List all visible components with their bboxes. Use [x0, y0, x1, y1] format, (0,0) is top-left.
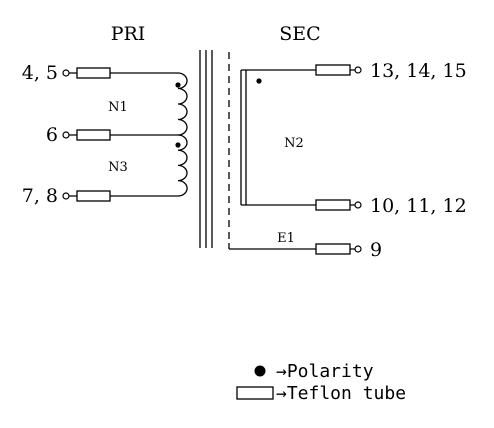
- winding-label-n1: N1: [108, 100, 128, 115]
- polarity-dot-n3: [175, 142, 181, 148]
- pin-label-4-5: 4, 5: [22, 62, 58, 84]
- pin-label-6: 6: [46, 124, 58, 146]
- terminal-4-5: [62, 69, 70, 77]
- pin-label-7-8: 7, 8: [22, 185, 58, 207]
- pin-label-10-11-12: 10, 11, 12: [370, 195, 467, 217]
- teflon-tube-4-5: [76, 67, 111, 79]
- secondary-header: SEC: [279, 23, 320, 45]
- polarity-dot-n1: [175, 82, 181, 88]
- polarity-dot-n2: [256, 78, 262, 84]
- coil-n3: [177, 134, 188, 197]
- terminal-6: [62, 131, 70, 139]
- legend-teflon-tube: [236, 386, 274, 400]
- teflon-tube-13-14-15: [315, 64, 351, 76]
- terminal-13-14-15: [354, 66, 362, 74]
- legend-polarity-dot: [254, 365, 266, 377]
- terminal-10-11-12: [354, 201, 362, 209]
- winding-label-n2: N2: [284, 136, 304, 151]
- coil-n1: [177, 72, 188, 136]
- legend-teflon-text: →Teflon tube: [276, 383, 406, 404]
- pin-label-13-14-15: 13, 14, 15: [370, 60, 467, 82]
- teflon-tube-7-8: [76, 190, 111, 202]
- terminal-9: [354, 245, 362, 253]
- winding-label-n3: N3: [108, 160, 128, 175]
- pin-label-9: 9: [370, 239, 382, 261]
- teflon-tube-9: [315, 243, 351, 255]
- legend-polarity-text: →Polarity: [276, 361, 374, 382]
- terminal-7-8: [62, 192, 70, 200]
- teflon-tube-6: [76, 129, 111, 141]
- winding-label-e1: E1: [277, 231, 295, 246]
- primary-header: PRI: [111, 23, 146, 45]
- teflon-tube-10-11-12: [315, 199, 351, 211]
